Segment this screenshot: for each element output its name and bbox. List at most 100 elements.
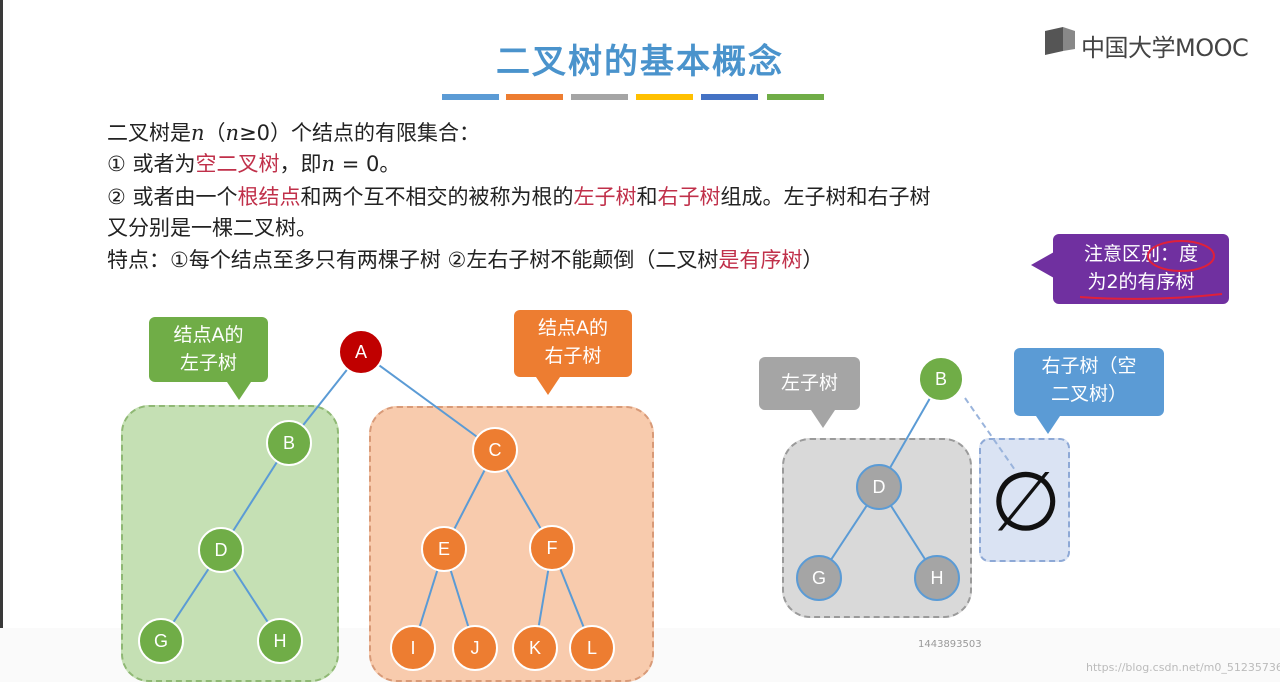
definition-line-5: 特点：①每个结点至多只有两棵子树 ②左右子树不能颠倒（二叉树是有序树）: [107, 244, 823, 274]
node-circle: [472, 427, 518, 473]
text-segment: 特点：①每个结点至多只有两棵子树 ②左右子树不能颠倒（二叉树: [107, 248, 719, 272]
tree-node-i: I: [390, 625, 436, 671]
node-circle: [918, 356, 964, 402]
highlight-ordered-tree: 是有序树: [718, 248, 803, 272]
node-circle: [390, 625, 436, 671]
text-segment: 组成。左子树和右子树: [720, 185, 931, 209]
mooc-logo-icon: [1045, 27, 1075, 55]
node-circle: [512, 625, 558, 671]
note-arrow: [1031, 252, 1054, 278]
node-circle: [796, 555, 842, 601]
tree-node-l: L: [569, 625, 615, 671]
node-label: B: [283, 433, 295, 453]
callout-line: 结点A的: [538, 317, 608, 339]
node-label: F: [547, 538, 558, 558]
callout-line: 左子树: [780, 372, 838, 394]
note-line-2: 为2的有序树: [1087, 271, 1195, 293]
node-label: H: [931, 568, 944, 588]
node-circle: [266, 420, 312, 466]
node-label: I: [410, 638, 415, 658]
callout-left-subtree: 左子树: [759, 357, 860, 428]
var-n: n: [225, 121, 240, 145]
var-n: n: [191, 121, 205, 145]
node-label: C: [489, 440, 502, 460]
node-label: L: [587, 638, 597, 658]
node-label: G: [812, 568, 826, 588]
watermark-id: 1443893503: [918, 639, 982, 650]
node-circle: [421, 526, 467, 572]
node-circle: [529, 525, 575, 571]
node-label: E: [438, 539, 450, 559]
tree-node-e: E: [421, 526, 467, 572]
edge-a-c: [360, 351, 496, 451]
text-segment: = 0。: [335, 152, 401, 176]
tree-node-h: H: [257, 618, 303, 664]
node-circle: [452, 625, 498, 671]
tree-node-rd: D: [856, 464, 902, 510]
definition-line-2: ① 或者为空二叉树，即n = 0。: [107, 148, 400, 178]
tree-node-k: K: [512, 625, 558, 671]
callout-line: 右子树（空: [1041, 355, 1137, 377]
text-segment: ① 或者为: [107, 152, 196, 176]
edge-b-to-empty: [964, 397, 1016, 471]
node-label: D: [215, 540, 228, 560]
color-bar-6: [767, 94, 824, 100]
highlight-left-subtree: 左子树: [573, 185, 637, 209]
tree-node-c: C: [472, 427, 518, 473]
var-n: n: [321, 152, 336, 176]
callout-line: 结点A的: [173, 324, 244, 346]
color-bar-5: [701, 94, 758, 100]
node-label: A: [355, 342, 367, 362]
tree-node-a: A: [338, 329, 384, 375]
watermark-url: https://blog.csdn.net/m0_51235736: [1086, 661, 1280, 674]
tree-node-f: F: [529, 525, 575, 571]
callout-line: 二叉树）: [1050, 383, 1127, 405]
tree-node-j: J: [452, 625, 498, 671]
node-label: J: [471, 638, 480, 658]
node-circle: [856, 464, 902, 510]
subtree-right-empty-region: [979, 438, 1070, 562]
callout-right-empty-subtree: 右子树（空 二叉树）: [1014, 348, 1164, 434]
callout-right-subtree-of-a: 结点A的 右子树: [514, 310, 632, 395]
text-segment: 和两个互不相交的被称为根的: [300, 185, 574, 209]
node-circle: [257, 618, 303, 664]
tree-node-g: G: [138, 618, 184, 664]
text-segment: ，即: [279, 152, 322, 176]
node-label: B: [935, 369, 947, 389]
node-label: D: [873, 477, 886, 497]
text-segment: 和: [636, 185, 658, 209]
tree-node-rb: B: [918, 356, 964, 402]
left-window-edge: [0, 0, 3, 630]
node-circle: [569, 625, 615, 671]
node-circle: [138, 618, 184, 664]
node-circle: [338, 329, 384, 375]
tree-node-d: D: [198, 527, 244, 573]
definition-line-1: 二叉树是n（n≥0）个结点的有限集合：: [107, 117, 480, 147]
definition-line-4: 又分别是一棵二叉树。: [107, 216, 317, 240]
highlight-root: 根结点: [237, 185, 301, 209]
color-bar-4: [636, 94, 693, 100]
text-segment: 二叉树是: [107, 121, 191, 145]
text-segment: ）: [802, 248, 824, 272]
empty-set-symbol: ∅: [990, 455, 1062, 550]
color-bar-2: [506, 94, 563, 100]
tree-node-b: B: [266, 420, 312, 466]
node-label: K: [529, 638, 541, 658]
node-label: G: [154, 631, 168, 651]
mooc-logo-text: 中国大学MOOC: [1081, 34, 1249, 62]
callout-left-subtree-of-a: 结点A的 左子树: [149, 317, 268, 400]
text-segment: （: [204, 121, 226, 145]
node-circle: [914, 555, 960, 601]
text-segment: ≥0）个结点的有限集合：: [239, 121, 481, 145]
color-bar-1: [442, 94, 499, 100]
callout-line: 右子树: [544, 345, 602, 367]
tree-node-rg: G: [796, 555, 842, 601]
color-bar-3: [571, 94, 628, 100]
callout-line: 左子树: [179, 352, 237, 374]
text-segment: ② 或者由一个: [107, 185, 238, 209]
highlight-right-subtree: 右子树: [657, 185, 721, 209]
definition-line-3: ② 或者由一个根结点和两个互不相交的被称为根的左子树和右子树组成。左子树和右子树: [107, 181, 931, 211]
node-label: H: [274, 631, 287, 651]
slide-title: 二叉树的基本概念: [496, 42, 784, 82]
